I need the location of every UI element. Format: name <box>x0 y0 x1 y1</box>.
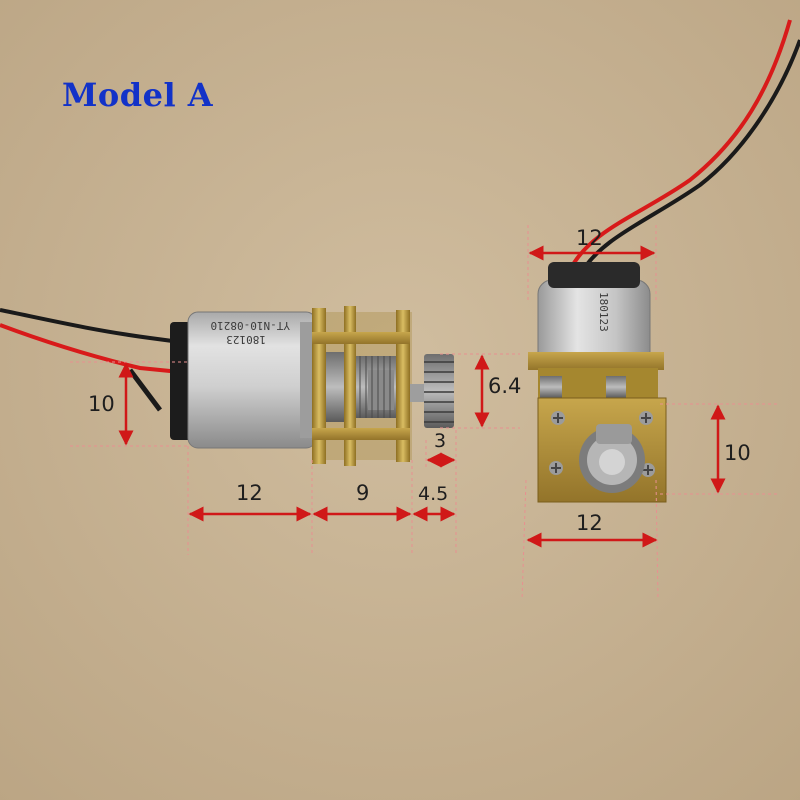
gearbox-plate-3 <box>396 310 410 462</box>
gearbox-plate-1 <box>312 308 326 464</box>
dim-bottom-width: 12 <box>576 511 603 535</box>
motor-marking-line1: YT-N10-08210 <box>211 319 290 332</box>
dim-pinion-height: 6.4 <box>488 374 522 398</box>
red-wire-right <box>568 19 792 271</box>
dim-gearbox-length: 9 <box>356 481 370 505</box>
output-pinion <box>424 354 454 428</box>
gearbox-plate-2 <box>344 306 356 466</box>
screw-top-left <box>551 411 565 425</box>
motor-end-cap <box>170 322 192 440</box>
dimension-arrows <box>118 245 726 548</box>
black-wire-right <box>578 39 800 276</box>
gearbox-rail-top <box>312 332 410 344</box>
guide-lines <box>70 225 780 601</box>
screw-bottom-left <box>549 461 563 475</box>
dim-left-height: 10 <box>88 392 115 416</box>
right-gear-visible <box>540 376 562 398</box>
screw-top-right <box>639 411 653 425</box>
dim-plate-height: 10 <box>724 441 751 465</box>
gearbox-rail-bottom <box>312 428 410 440</box>
shaft-end <box>599 449 625 475</box>
dim-motor-length: 12 <box>236 481 263 505</box>
dim-top-width: 12 <box>576 226 603 250</box>
gearbox-top-right <box>528 352 664 370</box>
screw-bottom-right <box>641 463 655 477</box>
gear-1 <box>326 352 344 422</box>
right-motor: 180123 <box>528 19 800 503</box>
output-shaft <box>410 384 424 402</box>
motor-end-cap-right <box>548 262 640 288</box>
model-title: Model A <box>62 76 214 114</box>
motor-marking-right: 180123 <box>597 292 610 332</box>
dim-shaft-diameter: 3 <box>434 430 447 452</box>
pinion-teeth-top <box>596 424 632 444</box>
right-gear-visible-2 <box>606 376 626 398</box>
black-wire-left <box>0 308 181 344</box>
dim-shaft-length: 4.5 <box>418 483 449 505</box>
black-wire-lead <box>128 368 162 412</box>
motor-marking-line2: 180123 <box>226 333 266 346</box>
left-motor: YT-N10-08210 180123 <box>0 306 454 466</box>
